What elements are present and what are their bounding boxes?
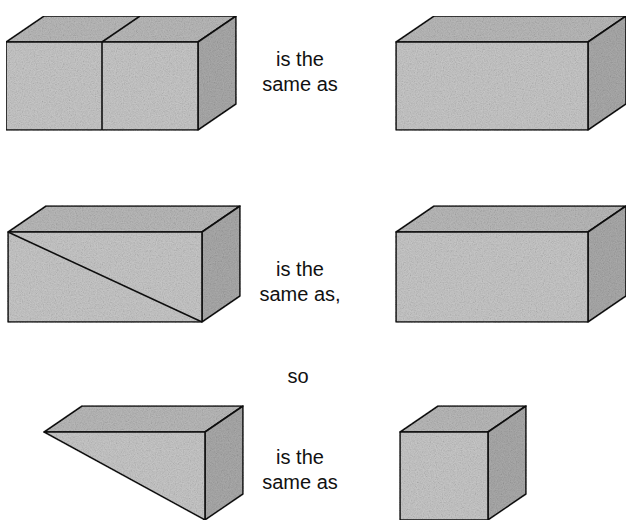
box <box>396 16 626 130</box>
caption-text: is the same as <box>255 47 345 97</box>
caption-text: so <box>253 364 343 389</box>
caption-text: is the same as <box>255 445 345 495</box>
wedge <box>44 406 243 520</box>
cube <box>400 406 526 520</box>
two-cubes <box>6 16 236 130</box>
box <box>396 206 626 322</box>
split-box <box>8 206 240 322</box>
caption-text: is the same as, <box>255 257 345 307</box>
